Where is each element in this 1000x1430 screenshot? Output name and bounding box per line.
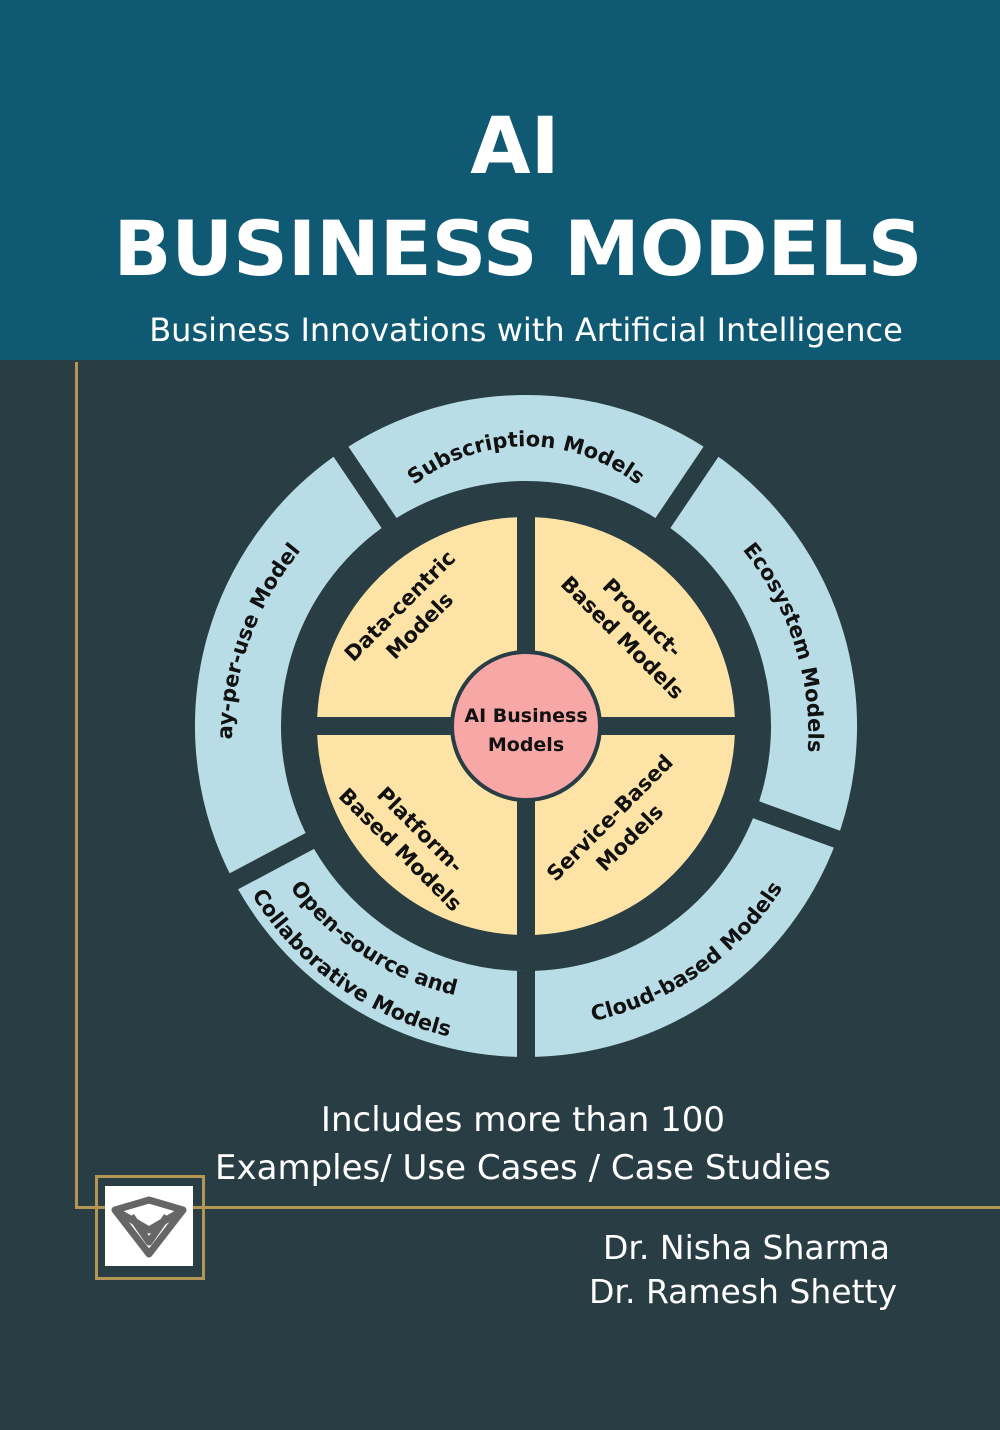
center-label-2: Models — [488, 734, 564, 756]
promo-line-1: Includes more than 100 — [320, 1100, 726, 1140]
publisher-logo-frame — [95, 1175, 205, 1280]
title-line-2: BUSINESS MODELS — [113, 204, 923, 293]
outer-ring — [177, 377, 875, 1076]
gold-horizontal-rule — [75, 1206, 1000, 1209]
subtitle: Business Innovations with Artificial Int… — [149, 311, 903, 349]
pay-per-use-label-text: Pay-per-use Models — [0, 0, 305, 740]
title-band — [0, 0, 1000, 360]
pay-per-use-label: Pay-per-use Models — [0, 0, 305, 740]
author-1: Dr. Nisha Sharma — [602, 1228, 890, 1267]
promo-line-2: Examples/ Use Cases / Case Studies — [215, 1148, 831, 1188]
center-circle — [450, 650, 602, 802]
segment-pay-per-use-models — [177, 431, 407, 898]
promo-text: Includes more than 100 Examples/ Use Cas… — [0, 1096, 1000, 1192]
center-label-1: AI Business — [464, 705, 587, 727]
title-line-1: AI — [470, 102, 560, 192]
publisher-logo-icon — [105, 1186, 193, 1266]
author-2: Dr. Ramesh Shetty — [589, 1272, 897, 1311]
gold-vertical-rule — [75, 362, 78, 1208]
